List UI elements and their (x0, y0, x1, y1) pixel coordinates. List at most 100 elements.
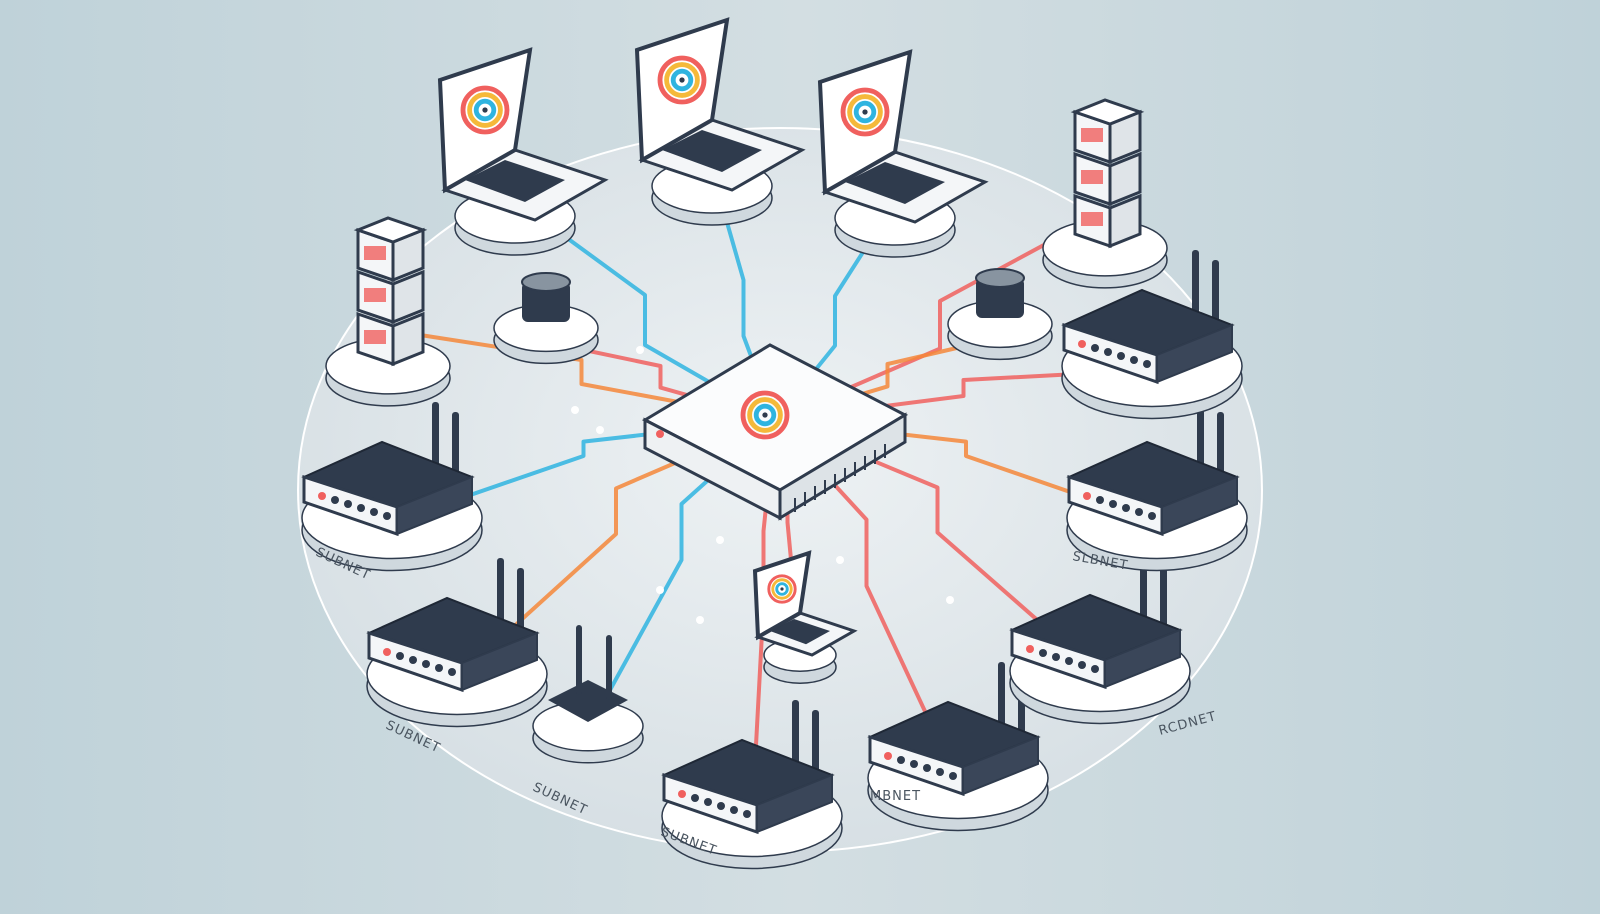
keyboard-keys (662, 130, 762, 172)
router-device (661, 700, 843, 870)
router-side (1104, 628, 1181, 689)
sensor-device (493, 272, 599, 365)
port-led (884, 752, 892, 760)
port-led (1122, 504, 1130, 512)
port-led (331, 496, 339, 504)
antenna (432, 402, 439, 472)
router-device (1066, 402, 1248, 572)
central-hub (641, 343, 909, 521)
port-led (370, 508, 378, 516)
laptop-device (817, 49, 989, 258)
router-side (461, 631, 538, 692)
keyboard-keys (770, 619, 830, 645)
port-led (1104, 348, 1112, 356)
antenna (1160, 565, 1167, 635)
subnet-label: MBNET (870, 789, 921, 804)
port-led (691, 794, 699, 802)
wifi-logo-icon (771, 578, 793, 600)
antenna (576, 625, 582, 695)
router-side (962, 735, 1039, 796)
antenna (452, 412, 459, 482)
server-led (364, 330, 386, 344)
port-led (1078, 661, 1086, 669)
port-led (1026, 645, 1034, 653)
port-led (396, 652, 404, 660)
wifi-logo-icon (473, 98, 497, 122)
router-side (1156, 323, 1233, 384)
antenna (812, 710, 819, 780)
server-led (1081, 128, 1103, 142)
port-led (1117, 352, 1125, 360)
port-led (1091, 665, 1099, 673)
port-led (730, 806, 738, 814)
laptop-device (752, 550, 858, 684)
antenna (1140, 555, 1147, 625)
port-led (1148, 512, 1156, 520)
port-led (1130, 356, 1138, 364)
router-side (396, 475, 473, 536)
wifi-logo-icon (460, 85, 510, 135)
antenna (792, 700, 799, 770)
port-led (1065, 657, 1073, 665)
wifi-logo-icon (753, 403, 777, 427)
dot (696, 616, 704, 624)
wifi-logo-icon (467, 92, 503, 128)
port-led (344, 500, 352, 508)
router-device (366, 558, 548, 728)
antenna (497, 558, 504, 628)
sensor-device (947, 268, 1053, 361)
port-led (357, 504, 365, 512)
router-device (1009, 555, 1191, 725)
dot (596, 426, 604, 434)
server-device (1042, 98, 1168, 289)
server-led (1081, 170, 1103, 184)
laptop-device (437, 47, 609, 256)
port-led (717, 802, 725, 810)
power-led (656, 430, 664, 438)
wifi-logo-icon (670, 68, 694, 92)
port-led (897, 756, 905, 764)
port-led (1135, 508, 1143, 516)
sensor-body (522, 282, 570, 322)
dot (716, 536, 724, 544)
cable (773, 210, 1107, 422)
port-led (318, 492, 326, 500)
server-led (364, 246, 386, 260)
port-led (1096, 496, 1104, 504)
port-led (1078, 340, 1086, 348)
port-led (949, 772, 957, 780)
sensor-body (976, 278, 1024, 318)
devices (301, 17, 1248, 870)
access-point-device (532, 625, 644, 764)
port-led (1143, 360, 1151, 368)
router-side (756, 773, 833, 834)
wifi-logo-icon (747, 397, 783, 433)
wifi-logo-icon (767, 574, 797, 604)
antenna (1197, 402, 1204, 472)
port-led (678, 790, 686, 798)
port-led (936, 768, 944, 776)
wifi-logo-icon (853, 100, 877, 124)
port-led (923, 764, 931, 772)
port-led (743, 810, 751, 818)
laptop-device (634, 17, 806, 226)
port-led (704, 798, 712, 806)
wifi-logo-icon (840, 87, 890, 137)
dot (636, 346, 644, 354)
wifi-logo-icon (657, 55, 707, 105)
wifi-logo-icon (775, 582, 789, 596)
port-led (448, 668, 456, 676)
keyboard-keys (465, 160, 565, 202)
port-led (383, 512, 391, 520)
server-led (1081, 212, 1103, 226)
dot (571, 406, 579, 414)
server-led (364, 288, 386, 302)
server-device (325, 216, 451, 407)
antenna (998, 662, 1005, 732)
wifi-logo-icon (664, 62, 700, 98)
port-led (1052, 653, 1060, 661)
port-led (1083, 492, 1091, 500)
wifi-logo-icon (740, 390, 790, 440)
hub-side (778, 412, 907, 521)
